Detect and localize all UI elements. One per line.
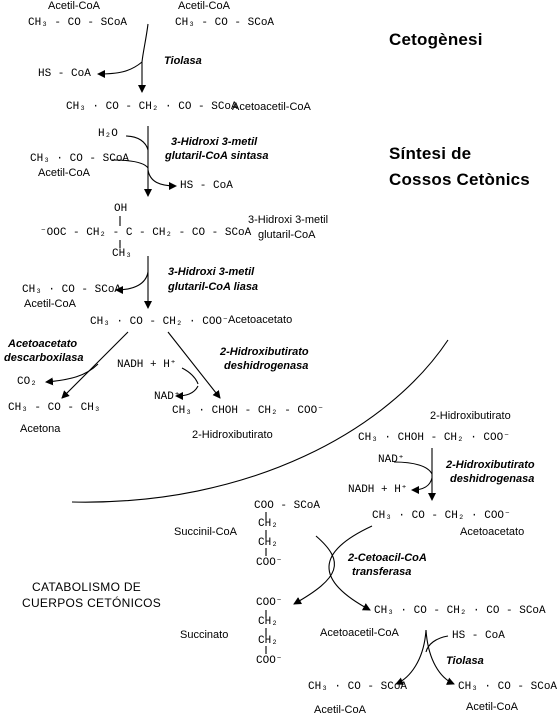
catabolism-title-line1: CATABOLISMO DE [32, 580, 142, 594]
cat-hscoa-label: HS - CoA [452, 630, 505, 642]
hscoa-release-arrow [97, 61, 143, 78]
acetylcoa-formula-2: CH₃ - CO - SCoA [175, 17, 275, 29]
acetylcoa-release-arrow [115, 271, 149, 294]
acetone-name: Acetona [20, 423, 61, 435]
hydroxybutyrate-formula: CH₃ · CHOH - CH₂ - COO⁻ [172, 405, 324, 417]
acetylcoa-formula-4: CH₃ · CO - SCoA [22, 284, 122, 296]
acetoacetylcoa-formula: CH₃ · CO - CH₂ · CO - SCoA [66, 101, 238, 113]
acetylcoa-name-2: Acetil-CoA [178, 0, 230, 12]
nadh-exit-arrow [411, 477, 433, 494]
cat-hydroxybutyrate-name: 2-Hidroxibutirato [430, 410, 511, 422]
cat-acetylcoa-formula-1: CH₃ · CO - SCoA [308, 681, 408, 693]
succinate-line-2: CH₂ [258, 616, 278, 628]
section-divider-arc [71, 339, 449, 503]
cat-thiolase-label: Tiolasa [446, 655, 484, 667]
thiolase-arrow-stem [141, 23, 149, 63]
hmg-synthase-label-line2: glutaril-CoA sintasa [165, 150, 269, 162]
cat-acetoacetylcoa-formula: CH₃ · CO - CH₂ · CO - SCoA [374, 605, 546, 617]
hmg-lyase-label-line1: 3-Hidroxi 3-metil [168, 266, 255, 278]
cat-nad-label: NAD⁺ [378, 454, 405, 466]
acetoacetate-name: Acetoacetato [228, 314, 293, 326]
nadh-label-synthesis: NADH + H⁺ [117, 359, 177, 371]
cat-acetylcoa-name-1: Acetil-CoA [314, 704, 366, 716]
synthesis-title-line1: Síntesi de [389, 144, 472, 163]
succinate-name: Succinato [180, 629, 229, 641]
hmg-lyase-label-line2: glutaril-CoA liasa [168, 281, 259, 293]
hmg-ch3-label: CH₃ [112, 248, 132, 260]
succinate-line-4: COO⁻ [256, 655, 283, 667]
hmg-coa-name-line1: 3-Hidroxi 3-metil [248, 214, 329, 226]
succinylcoa-to-succinate-arrow [293, 535, 335, 605]
acetone-arrow [61, 331, 129, 399]
cat-acetoacetylcoa-name: Acetoacetil-CoA [320, 627, 399, 639]
ketogenesis-title: Cetogènesi [389, 30, 483, 49]
water-label: H₂O [98, 128, 118, 140]
nad-exit-arrow [175, 385, 199, 400]
transferase-label-line2: transferasa [352, 566, 412, 578]
dehydrogenase-label-line1: 2-Hidroxibutirato [220, 346, 309, 358]
nadh-entry-curve [181, 367, 199, 385]
co2-release-arrow [45, 363, 99, 386]
hmg-coa-name-line2: glutaril-CoA [258, 229, 316, 241]
co2-label: CO₂ [17, 376, 37, 388]
catabolic-thiolase-right-arrow [425, 629, 455, 685]
acetoacetate-to-acetoacetylcoa-arrow [328, 525, 373, 611]
acetylcoa-formula-1: CH₃ - CO - SCoA [28, 17, 128, 29]
cat-nadh-label: NADH + H⁺ [348, 484, 408, 496]
acetylcoa-name-3: Acetil-CoA [38, 167, 90, 179]
cat-dehydrogenase-label-line2: deshidrogenasa [450, 473, 535, 485]
reduction-arrow [167, 331, 221, 399]
hscoa-product-1: HS - CoA [38, 68, 91, 80]
acetone-formula: CH₃ - CO - CH₃ [8, 402, 101, 414]
cat-acetylcoa-formula-2: CH₃ · CO - SCoA [458, 681, 557, 693]
succinylcoa-name: Succinil-CoA [174, 526, 237, 538]
water-entry-curve [125, 135, 149, 151]
acetylcoa-name-4: Acetil-CoA [24, 298, 76, 310]
hscoa-exit-arrow [147, 169, 177, 190]
hscoa-product-2: HS - CoA [180, 180, 233, 192]
dehydrogenase-label-line2: deshidrogenasa [224, 360, 309, 372]
acetoacetate-formula: CH₃ · CO - CH₂ · COO⁻ [90, 316, 229, 328]
succinate-line-3: CH₂ [258, 635, 278, 647]
cat-acetoacetate-name: Acetoacetato [460, 526, 525, 538]
cat-hydroxybutyrate-formula: CH₃ · CHOH - CH₂ · COO⁻ [358, 432, 510, 444]
nad-label-synthesis: NAD⁺ [154, 391, 181, 403]
hmg-synthase-label-line1: 3-Hidroxi 3-metil [171, 136, 258, 148]
succinate-line-1: COO⁻ [256, 597, 283, 609]
succinylcoa-line-1: COO - SCoA [254, 500, 321, 512]
acetylcoa-name-1: Acetil-CoA [48, 0, 100, 12]
succinylcoa-line-4: COO⁻ [256, 557, 283, 569]
thiolase-enzyme-label: Tiolasa [164, 55, 202, 67]
succinylcoa-line-2: CH₂ [258, 518, 278, 530]
hscoa-entry-curve [425, 635, 449, 653]
catabolic-thiolase-left-arrow [395, 629, 427, 685]
transferase-label-line1: 2-Cetoacil-CoA [348, 552, 427, 564]
acetoacetylcoa-name: Acetoacetil-CoA [232, 101, 311, 113]
decarboxylase-label-line1: Acetoacetato [8, 338, 78, 350]
hmg-oh-label: OH [114, 203, 128, 215]
acetylcoa-formula-3: CH₃ · CO - SCoA [30, 153, 130, 165]
succinylcoa-line-3: CH₂ [258, 537, 278, 549]
decarboxylase-label-line2: descarboxilasa [4, 352, 84, 364]
synthesis-title-line2: Cossos Cetònics [389, 170, 530, 189]
catabolism-title-line2: CUERPOS CETÓNICOS [22, 596, 162, 610]
cat-acetylcoa-name-2: Acetil-CoA [466, 701, 518, 713]
acetylcoa-entry-curve [111, 159, 149, 169]
nad-entry-curve [393, 461, 433, 475]
hmg-coa-formula: ⁻OOC - CH₂ - C - CH₂ - CO - SCoA [40, 227, 252, 239]
hydroxybutyrate-name: 2-Hidroxibutirato [192, 429, 273, 441]
cat-dehydrogenase-label-line1: 2-Hidroxibutirato [446, 459, 535, 471]
cat-acetoacetate-formula: CH₃ · CO - CH₂ · COO⁻ [372, 510, 511, 522]
